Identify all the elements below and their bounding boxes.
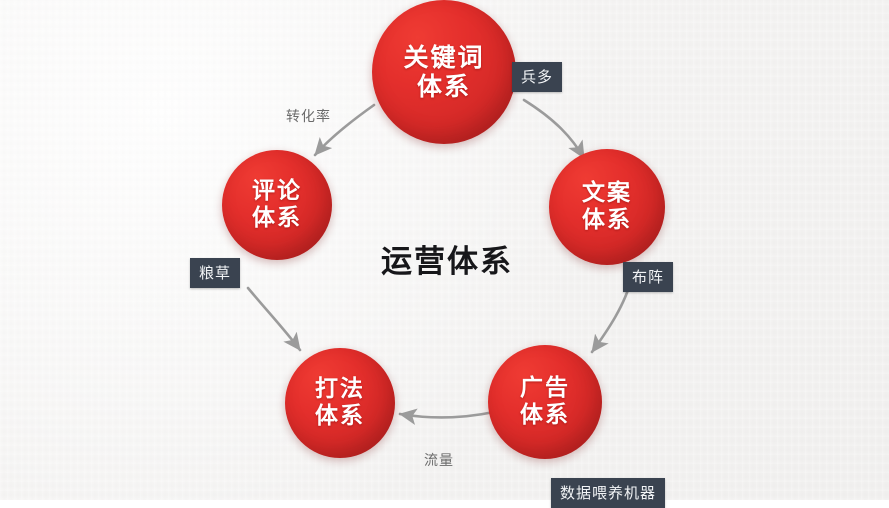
node-label-line1: 广告 [520, 374, 570, 401]
arrow-keyword-to-review [313, 103, 376, 157]
tag-data-machine: 数据喂养机器 [551, 478, 666, 508]
node-review[interactable]: 评论体系 [222, 150, 332, 260]
tag-soldiers: 兵多 [512, 62, 563, 92]
node-label-line2: 体系 [520, 402, 570, 428]
node-label-line2: 体系 [252, 205, 302, 231]
node-copy[interactable]: 文案体系 [549, 149, 665, 265]
edge-label-conversion-rate: 转化率 [286, 109, 331, 125]
node-label-line1: 打法 [315, 375, 365, 402]
node-keyword[interactable]: 关键词体系 [372, 0, 516, 144]
node-label-line2: 体系 [582, 207, 632, 233]
tag-formation: 布阵 [623, 262, 674, 292]
arrow-review-to-tactics [246, 286, 302, 352]
page-title: 运营体系 [381, 244, 513, 280]
node-label-line1: 文案 [582, 179, 632, 206]
node-label-line1: 评论 [252, 177, 302, 204]
arrow-ad-to-tactics [398, 408, 496, 425]
node-ad[interactable]: 广告体系 [488, 345, 602, 459]
node-label-line1: 关键词 [403, 42, 485, 72]
arrow-keyword-to-copy [522, 98, 586, 160]
edge-label-traffic: 流量 [424, 453, 454, 469]
node-label-line2: 体系 [315, 403, 365, 429]
node-tactics[interactable]: 打法体系 [285, 348, 395, 458]
tag-supplies: 粮草 [190, 258, 241, 288]
node-label-line2: 体系 [416, 72, 471, 101]
